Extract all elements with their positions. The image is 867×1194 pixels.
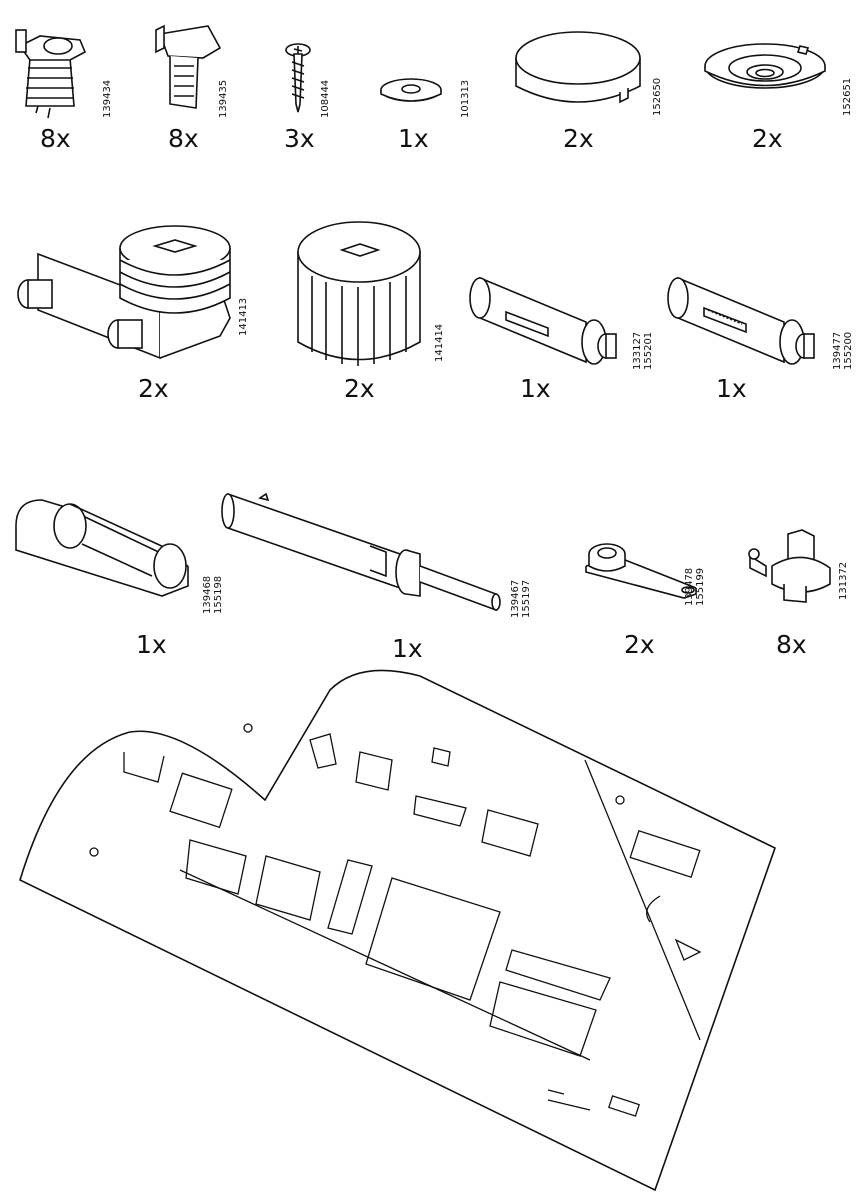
part-quantity: 1x (716, 374, 747, 403)
part-code: 101313 (460, 79, 471, 118)
part-quantity: 8x (776, 630, 807, 659)
part-code: 139435 (218, 79, 229, 118)
part-cam-dowel: 139435 8x (148, 18, 258, 158)
cam-lock-icon (15, 29, 87, 119)
part-quantity: 2x (563, 124, 594, 153)
connector-icon (748, 529, 831, 603)
part-code: 152651 (842, 77, 853, 116)
round-cap-icon (515, 31, 641, 104)
part-screw: 108444 3x (272, 36, 342, 156)
part-quantity: 3x (284, 124, 315, 153)
part-quantity: 8x (40, 124, 71, 153)
push-latch-icon (667, 276, 815, 365)
hinge-cup-icon (585, 543, 697, 599)
push-latch-icon (469, 276, 617, 365)
part-code: 141414 (434, 323, 445, 362)
part-quantity: 2x (138, 374, 169, 403)
part-code: 141413 (238, 297, 249, 336)
part-quantity: 2x (344, 374, 375, 403)
leveling-knob-icon (297, 221, 421, 366)
cam-dowel-icon (155, 24, 222, 109)
mounting-plate-icon (704, 43, 826, 89)
part-quantity: 8x (168, 124, 199, 153)
latch-holder-icon (15, 499, 189, 597)
part-leveler-bracket: 141413 2x (10, 218, 250, 408)
part-code: 131372 (838, 561, 849, 600)
leveler-bracket-icon (17, 225, 231, 360)
part-quantity: 2x (752, 124, 783, 153)
part-quantity: 1x (392, 634, 423, 663)
part-mounting-plate: 152651 2x (700, 36, 860, 156)
screw-icon (285, 43, 311, 113)
damper-rod-icon (221, 492, 501, 612)
part-round-cap: 152650 2x (508, 18, 678, 158)
part-quantity: 1x (520, 374, 551, 403)
part-leveling-knob: 141414 2x (294, 212, 454, 407)
instruction-sheet-icon (19, 669, 776, 1192)
part-cam-lock: 139434 8x (10, 18, 120, 158)
part-quantity: 1x (136, 630, 167, 659)
part-code: 108444 (320, 79, 331, 118)
part-quantity: 2x (624, 630, 655, 659)
part-quantity: 1x (398, 124, 429, 153)
part-code: 152650 (652, 77, 663, 116)
part-code: 139434 (102, 79, 113, 118)
washer-icon (380, 78, 442, 102)
part-connector: 131372 8x (744, 528, 860, 664)
part-washer: 101313 1x (376, 70, 476, 160)
